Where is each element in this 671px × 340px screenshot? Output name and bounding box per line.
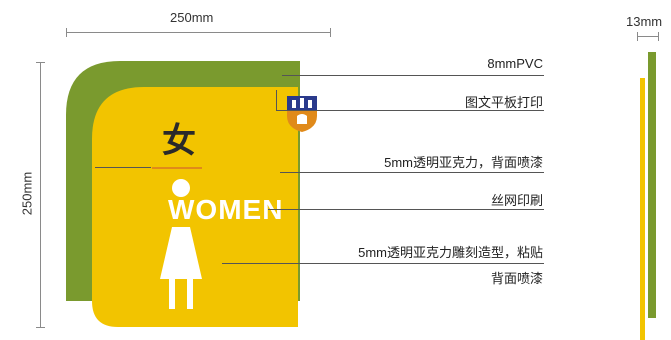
height-dimension-line — [40, 62, 41, 328]
leader-line-screen-print — [268, 209, 544, 210]
leader-line-engraving — [222, 263, 544, 264]
callout-label-back-paint: 背面喷漆 — [490, 271, 543, 286]
thickness-tick-left — [637, 32, 638, 41]
school-crest-logo — [287, 96, 317, 132]
callout-label-acrylic-paint: 5mm透明亚克力，背面喷漆 — [384, 155, 543, 170]
leader-line-acrylic — [280, 172, 544, 173]
callout-label-flatbed-print: 图文平板打印 — [464, 95, 543, 110]
leader-line-chinese-char — [95, 167, 151, 168]
callout-label-pvc: 8mmPVC — [487, 56, 543, 71]
height-dimension-tick-top — [36, 62, 45, 63]
width-dimension-line — [66, 32, 331, 33]
thickness-dimension-line — [637, 36, 659, 37]
width-dimension-tick-right — [330, 28, 331, 37]
side-view-green-layer — [648, 52, 656, 318]
orange-divider-line — [152, 167, 202, 169]
leader-line-print-vertical — [276, 90, 277, 110]
sign-chinese-character: 女 — [162, 122, 196, 160]
leader-line-print — [276, 110, 544, 111]
side-view-yellow-layer — [640, 78, 645, 340]
thickness-dimension-label: 13mm — [626, 14, 663, 29]
callout-label-screen-print: 丝网印刷 — [490, 193, 543, 208]
width-dimension-label: 250mm — [170, 10, 214, 25]
callout-label-acrylic-engraving: 5mm透明亚克力雕刻造型，粘贴 — [358, 245, 543, 260]
height-dimension-label: 250mm — [19, 171, 35, 216]
yellow-acrylic-panel — [92, 87, 298, 327]
woman-figure-icon — [160, 179, 202, 309]
thickness-tick-right — [658, 32, 659, 41]
width-dimension-tick-left — [66, 28, 67, 37]
sign-english-word: WOMEN — [168, 194, 284, 225]
height-dimension-tick-bottom — [36, 327, 45, 328]
leader-line-pvc — [282, 75, 544, 76]
sign-front-view — [66, 61, 300, 327]
